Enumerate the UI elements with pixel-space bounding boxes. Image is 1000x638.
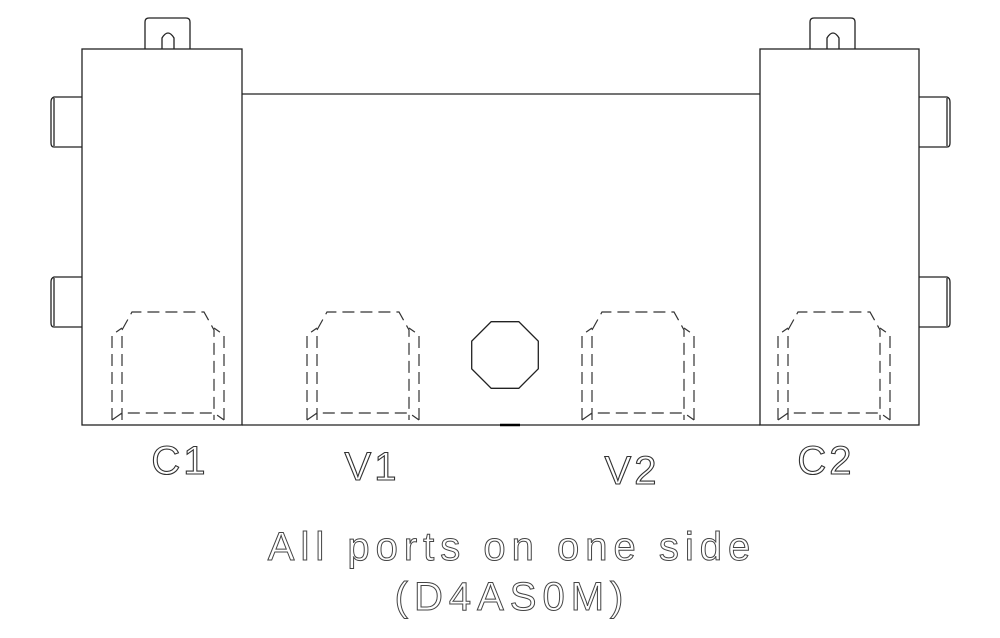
left-boss-top xyxy=(50,96,82,148)
right-end-block xyxy=(759,48,920,426)
center-octagon-plug xyxy=(471,321,539,389)
left-mounting-tab xyxy=(144,17,191,49)
left-boss-bottom xyxy=(50,276,82,328)
port-label-c1: C1 xyxy=(151,439,208,483)
hidden-port-outline-v2 xyxy=(581,311,695,421)
caption-model-code: (D4AS0M) xyxy=(395,575,630,619)
port-label-c2: C2 xyxy=(797,439,854,483)
port-label-v2: V2 xyxy=(605,449,660,493)
middle-body xyxy=(242,93,760,426)
hidden-port-outline-c1 xyxy=(111,311,225,421)
port-label-v1: V1 xyxy=(345,445,400,489)
right-boss-bottom xyxy=(919,276,951,328)
right-mounting-tab xyxy=(809,17,856,49)
left-end-block xyxy=(81,48,243,426)
right-boss-top xyxy=(919,96,951,148)
hidden-port-outline-c2 xyxy=(777,311,891,421)
hidden-port-outline-v1 xyxy=(306,311,420,421)
caption-title: All ports on one side xyxy=(268,525,756,569)
